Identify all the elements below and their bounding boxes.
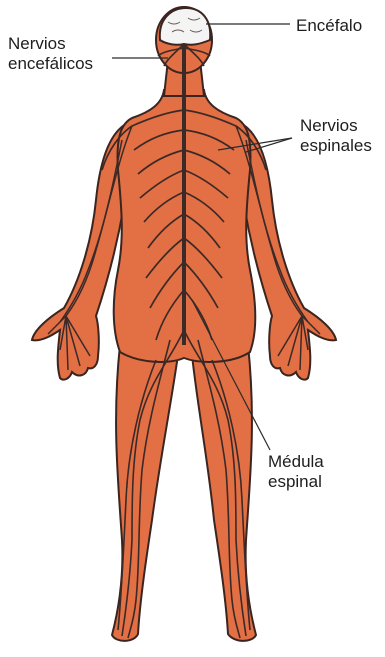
label-brain: Encéfalo bbox=[296, 16, 362, 36]
label-spinal-cord: Médula espinal bbox=[268, 452, 324, 492]
label-cranial-nerves-line1: Nervios bbox=[8, 34, 93, 54]
label-spinal-nerves-line2: espinales bbox=[300, 136, 372, 156]
label-cranial-nerves-line2: encefálicos bbox=[8, 54, 93, 74]
right-leg bbox=[192, 345, 256, 641]
label-spinal-cord-line2: espinal bbox=[268, 472, 324, 492]
label-spinal-nerves: Nervios espinales bbox=[300, 116, 372, 156]
label-spinal-nerves-line1: Nervios bbox=[300, 116, 372, 136]
label-spinal-cord-line1: Médula bbox=[268, 452, 324, 472]
label-brain-text: Encéfalo bbox=[296, 16, 362, 36]
label-cranial-nerves: Nervios encefálicos bbox=[8, 34, 93, 74]
